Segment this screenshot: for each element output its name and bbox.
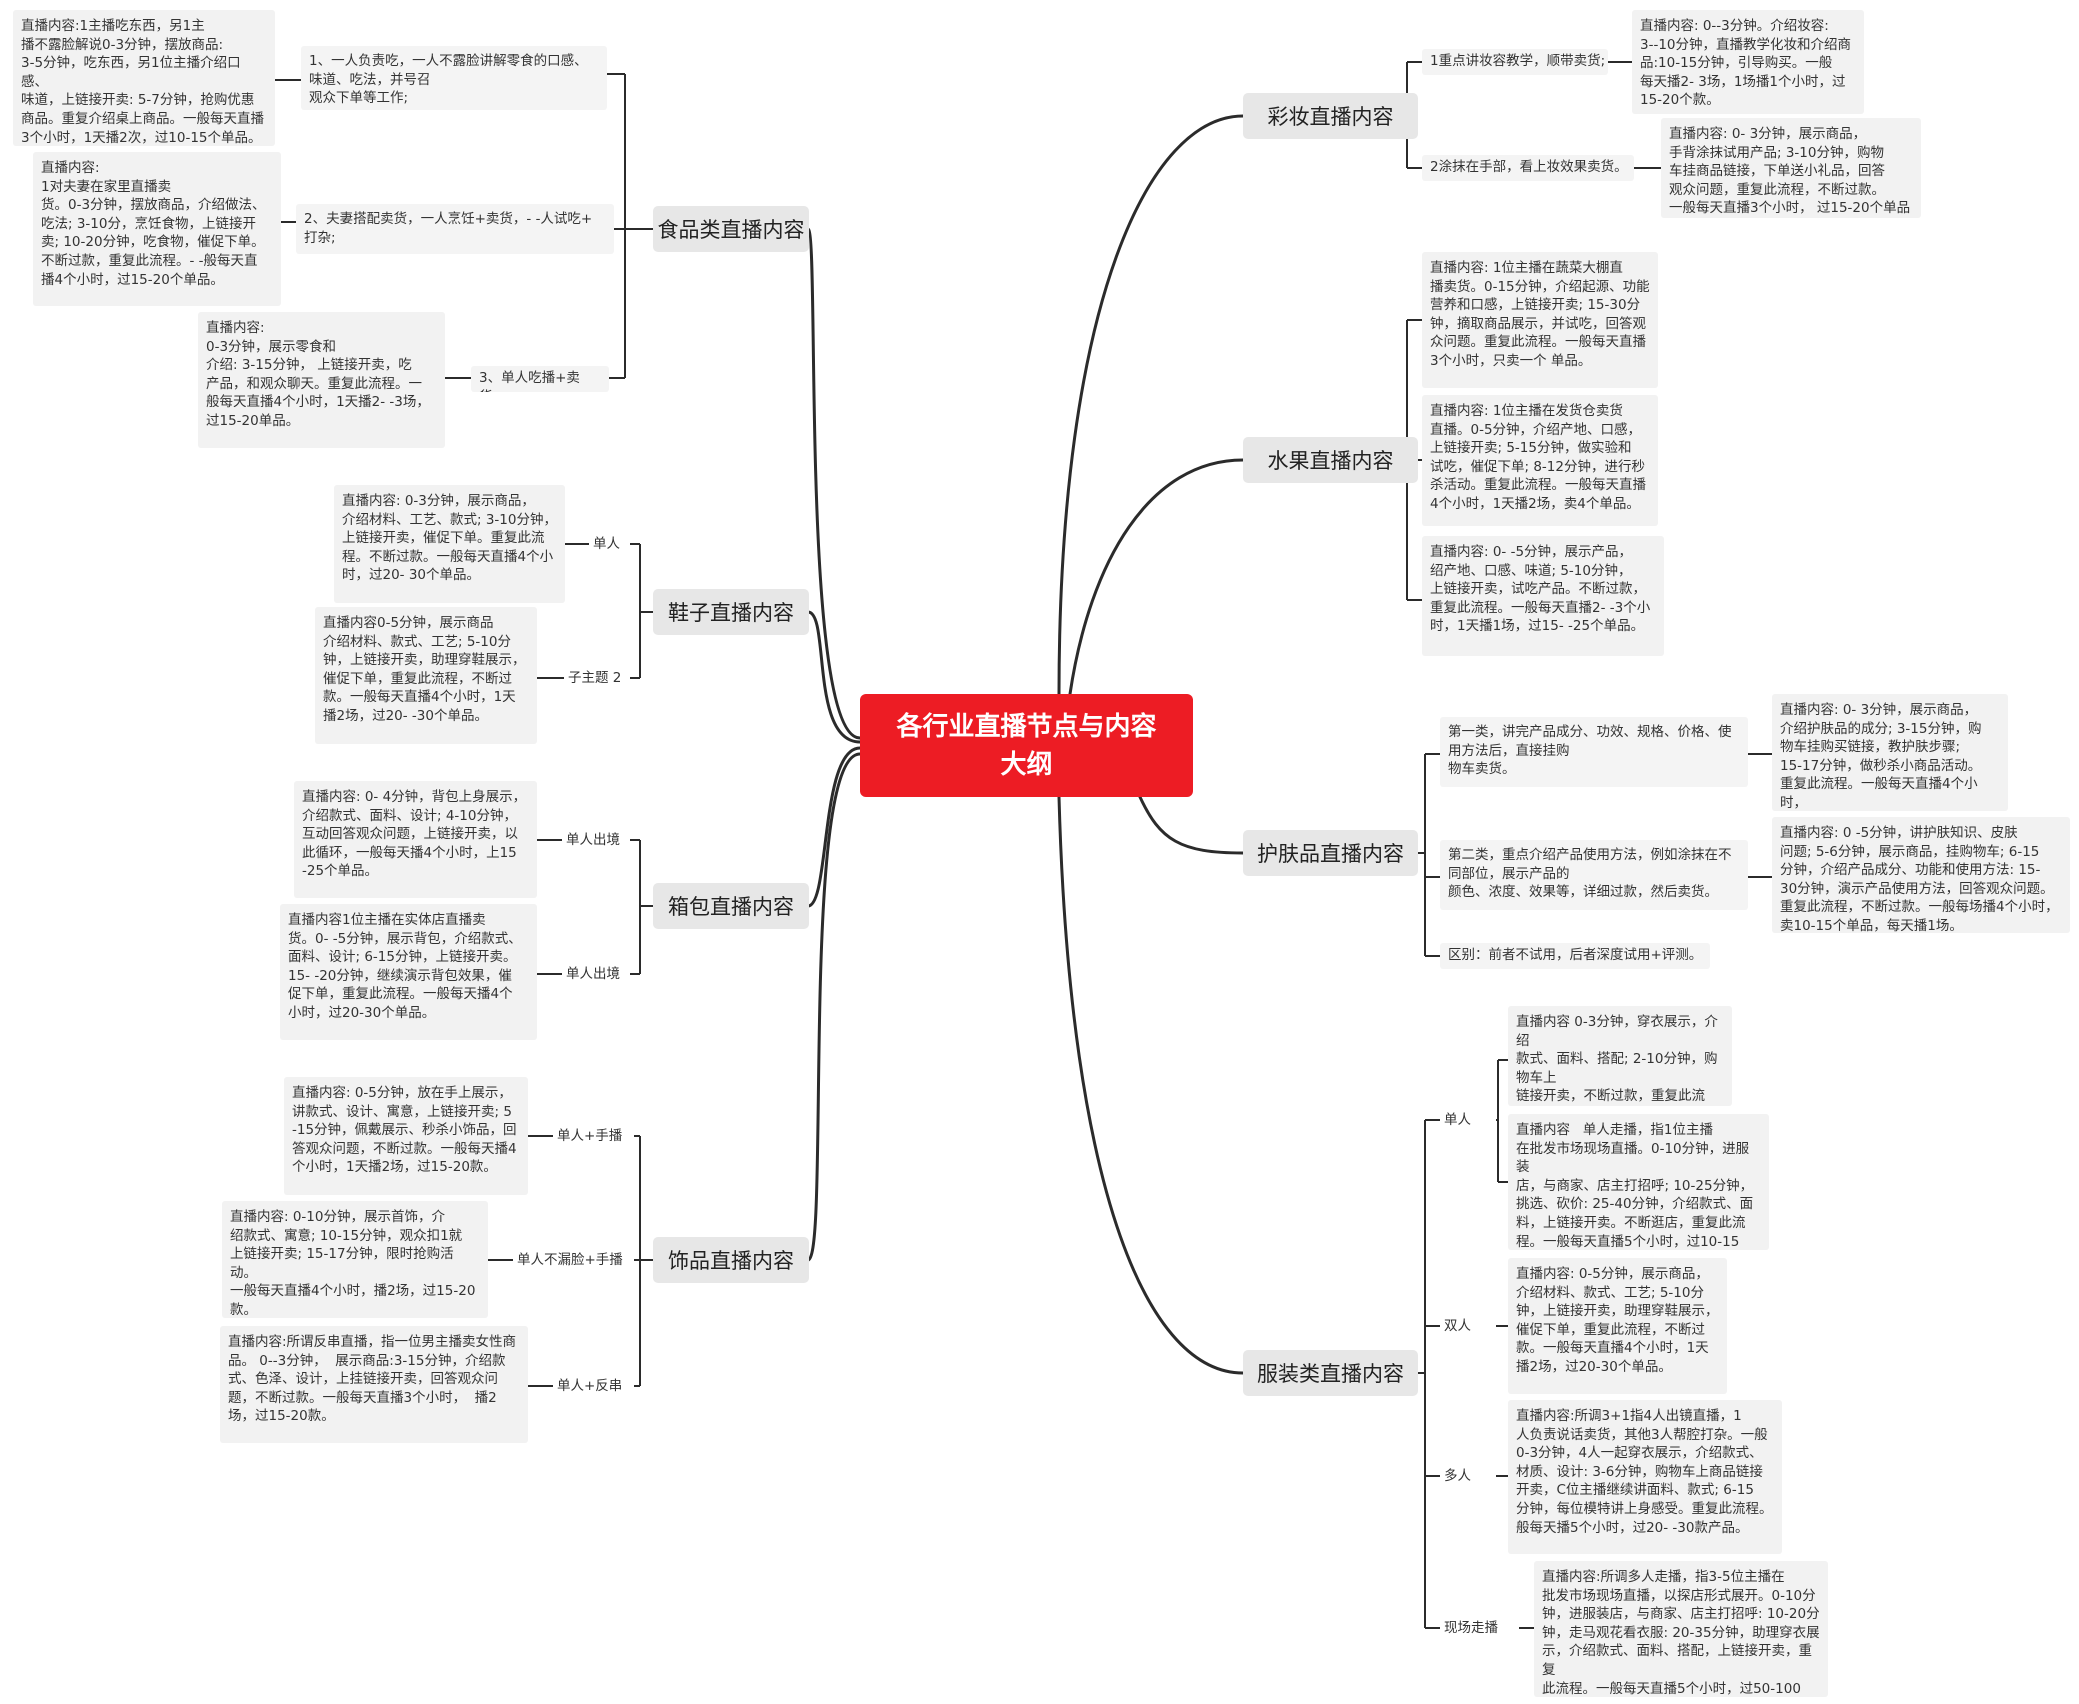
skincare-type-2[interactable]: 第二类，重点介绍产品使用方法，例如涂抹在不 同部位，展示产品的 颜色、浓度、效果… [1440, 840, 1748, 910]
skincare-type-1[interactable]: 第一类，讲完产品成分、功效、规格、价格、使 用方法后，直接挂购 物车卖货。 [1440, 717, 1748, 787]
skincare-live-topic[interactable]: 护肤品直播内容 [1243, 830, 1418, 876]
food-detail-1[interactable]: 直播内容:1主播吃东西，另1主 播不露脸解说0-3分钟，摆放商品: 3-5分钟，… [13, 10, 275, 146]
fruit-live-topic[interactable]: 水果直播内容 [1243, 437, 1418, 483]
jewelry-detail-1[interactable]: 直播内容: 0-5分钟，放在手上展示， 讲款式、设计、寓意，上链接开卖; 5 -… [284, 1077, 528, 1195]
clothing-detail-single-1[interactable]: 直播内容 0-3分钟，穿衣展示，介绍 款式、面料、搭配; 2-10分钟，购物车上… [1508, 1006, 1732, 1106]
clothing-detail-double[interactable]: 直播内容: 0-5分钟，展示商品， 介绍材料、款式、工艺; 5-10分 钟，上链… [1508, 1258, 1727, 1394]
jewelry-detail-3[interactable]: 直播内容:所谓反串直播，指一位男主播卖女性商 品。 0--3分钟， 展示商品:3… [220, 1326, 528, 1443]
skincare-detail-1[interactable]: 直播内容: 0- 3分钟，展示商品， 介绍护肤品的成分; 3-15分钟，购 物车… [1772, 694, 2008, 811]
fruit-detail-2[interactable]: 直播内容: 1位主播在发货仓卖货 直播。0-5分钟，介绍产地、口感， 上链接开卖… [1422, 395, 1658, 526]
clothing-mode-double[interactable]: 双人 [1440, 1316, 1475, 1336]
clothing-mode-single[interactable]: 单人 [1440, 1110, 1475, 1130]
clothing-detail-single-2[interactable]: 直播内容 单人走播，指1位主播 在批发市场现场直播。0-10分钟，进服装 店，与… [1508, 1114, 1769, 1250]
makeup-detail-1[interactable]: 直播内容: 0--3分钟。介绍妆容: 3--10分钟，直播教学化妆和介绍商 品:… [1632, 10, 1864, 114]
bags-mode-single-1[interactable]: 单人出境 [562, 830, 624, 850]
clothing-live-topic[interactable]: 服装类直播内容 [1243, 1350, 1418, 1396]
food-method-3[interactable]: 3、单人吃播+卖货。 [471, 366, 609, 392]
skincare-detail-2[interactable]: 直播内容: 0 -5分钟，讲护肤知识、皮肤 问题; 5-6分钟，展示商品，挂购物… [1772, 817, 2070, 933]
clothing-mode-multi[interactable]: 多人 [1440, 1466, 1475, 1486]
jewelry-mode-1[interactable]: 单人+手播 [553, 1126, 627, 1146]
makeup-live-topic[interactable]: 彩妆直播内容 [1243, 93, 1418, 139]
jewelry-mode-3[interactable]: 单人+反串 [553, 1376, 627, 1396]
jewelry-mode-2[interactable]: 单人不漏脸+手播 [513, 1250, 627, 1270]
shoes-mode-subtopic-2[interactable]: 子主题 2 [564, 668, 626, 688]
fruit-detail-1[interactable]: 直播内容: 1位主播在蔬菜大棚直 播卖货。0-15分钟，介绍起源、功能 营养和口… [1422, 252, 1658, 388]
food-method-1[interactable]: 1、一人负责吃，一人不露脸讲解零食的口感、味道、吃法，并号召 观众下单等工作; [301, 46, 607, 110]
shoes-detail-1[interactable]: 直播内容: 0-3分钟，展示商品， 介绍材料、工艺、款式; 3-10分钟， 上链… [334, 485, 565, 603]
shoes-mode-single[interactable]: 单人 [589, 534, 624, 554]
makeup-method-2[interactable]: 2涂抹在手部，看上妆效果卖货。 [1422, 155, 1634, 181]
bags-detail-2[interactable]: 直播内容1位主播在实体店直播卖 货。0- -5分钟，展示背包，介绍款式、 面料、… [280, 904, 537, 1040]
food-detail-2[interactable]: 直播内容: 1对夫妻在家里直播卖 货。0-3分钟，摆放商品，介绍做法、 吃法; … [33, 152, 281, 306]
shoes-live-topic[interactable]: 鞋子直播内容 [653, 589, 809, 635]
bags-live-topic[interactable]: 箱包直播内容 [653, 883, 809, 929]
makeup-method-1[interactable]: 1重点讲妆容教学，顺带卖货; [1422, 49, 1608, 75]
shoes-detail-2[interactable]: 直播内容0-5分钟，展示商品 介绍材料、款式、工艺; 5-10分 钟，上链接开卖… [315, 607, 537, 744]
clothing-detail-multi[interactable]: 直播内容:所调3+1指4人出镜直播，1 人负责说话卖货，其他3人帮腔打杂。一般 … [1508, 1400, 1782, 1554]
skincare-difference[interactable]: 区别：前者不试用，后者深度试用+评测。 [1440, 943, 1710, 969]
food-detail-3[interactable]: 直播内容: 0-3分钟，展示零食和 介绍: 3-15分钟， 上链接开卖，吃 产品… [198, 312, 445, 448]
clothing-mode-onsite-walk[interactable]: 现场走播 [1440, 1618, 1502, 1638]
food-live-topic[interactable]: 食品类直播内容 [653, 206, 809, 252]
fruit-detail-3[interactable]: 直播内容: 0- -5分钟，展示产品， 绍产地、口感、味道; 5-10分钟， 上… [1422, 536, 1664, 656]
food-method-2[interactable]: 2、夫妻搭配卖货，一人烹饪+卖货，- -人试吃+ 打杂; [296, 204, 614, 254]
jewelry-live-topic[interactable]: 饰品直播内容 [653, 1237, 809, 1283]
jewelry-detail-2[interactable]: 直播内容: 0-10分钟，展示首饰，介 绍款式、寓意; 10-15分钟，观众扣1… [222, 1201, 488, 1318]
root-topic[interactable]: 各行业直播节点与内容大纲 [860, 694, 1193, 797]
bags-detail-1[interactable]: 直播内容: 0- 4分钟，背包上身展示， 介绍款式、面料、设计; 4-10分钟，… [294, 781, 537, 898]
clothing-detail-onsite[interactable]: 直播内容:所调多人走播，指3-5位主播在 批发市场现场直播，以探店形式展开。0-… [1534, 1561, 1828, 1697]
makeup-detail-2[interactable]: 直播内容: 0- 3分钟，展示商品， 手背涂抹试用产品; 3-10分钟，购物 车… [1661, 118, 1921, 218]
bags-mode-single-2[interactable]: 单人出境 [562, 964, 624, 984]
